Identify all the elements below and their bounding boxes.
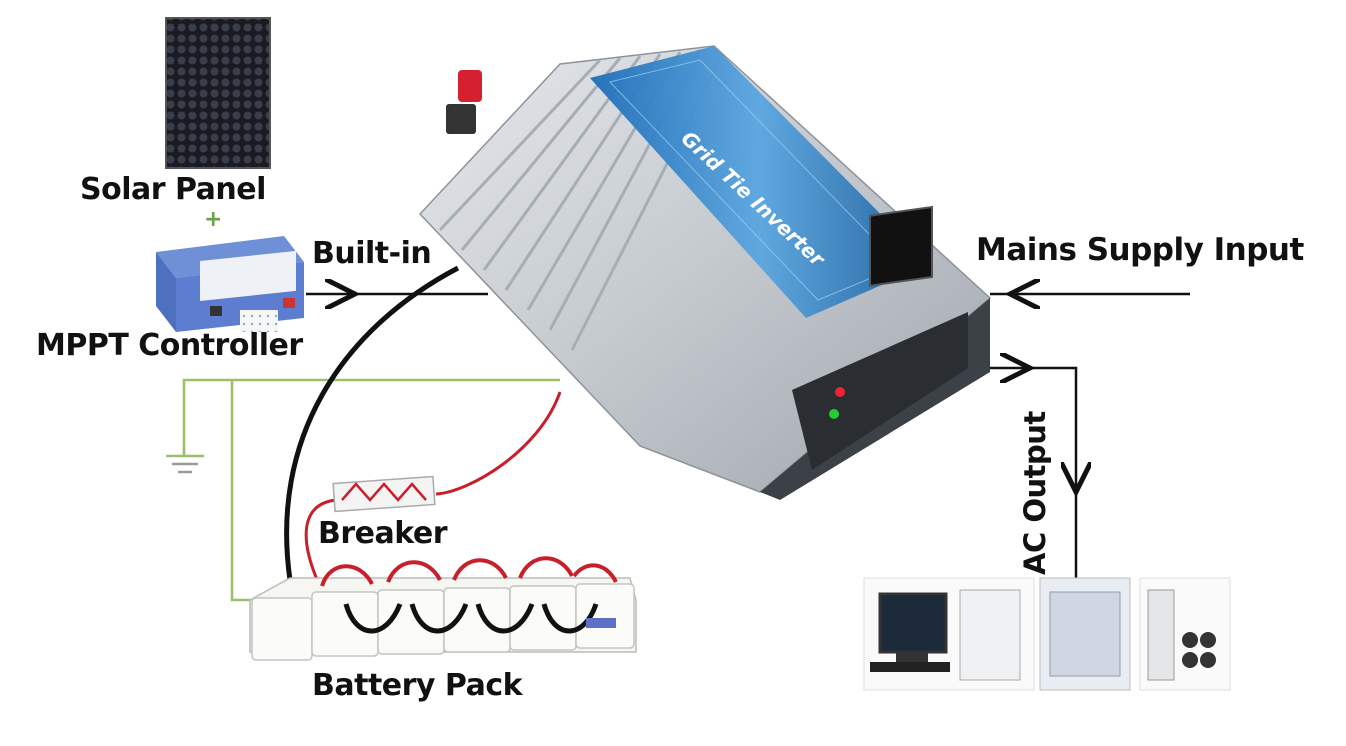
plus-connector-mark: + <box>204 207 222 232</box>
negative-cable <box>284 265 460 581</box>
mppt-controller-icon <box>156 236 304 332</box>
battery-pack-label: Battery Pack <box>312 668 523 703</box>
built-in-label: Built-in <box>312 236 432 271</box>
solar-panel-label: Solar Panel <box>80 172 266 207</box>
battery-pack-icon <box>249 556 637 661</box>
positive-cable-lower <box>304 498 337 583</box>
breaker-icon <box>332 475 436 513</box>
solar-panel-icon <box>165 17 271 169</box>
positive-cable-upper <box>435 391 562 496</box>
mppt-controller-label: MPPT Controller <box>36 328 303 363</box>
breaker-label: Breaker <box>318 516 448 551</box>
ac-output-label: AC Output <box>1018 411 1052 575</box>
ac-loads-icon <box>863 577 1231 691</box>
mains-supply-input-label: Mains Supply Input <box>976 232 1304 268</box>
grid-tie-inverter-icon <box>418 45 992 500</box>
ac-output-arrow-2 <box>1030 366 1076 492</box>
